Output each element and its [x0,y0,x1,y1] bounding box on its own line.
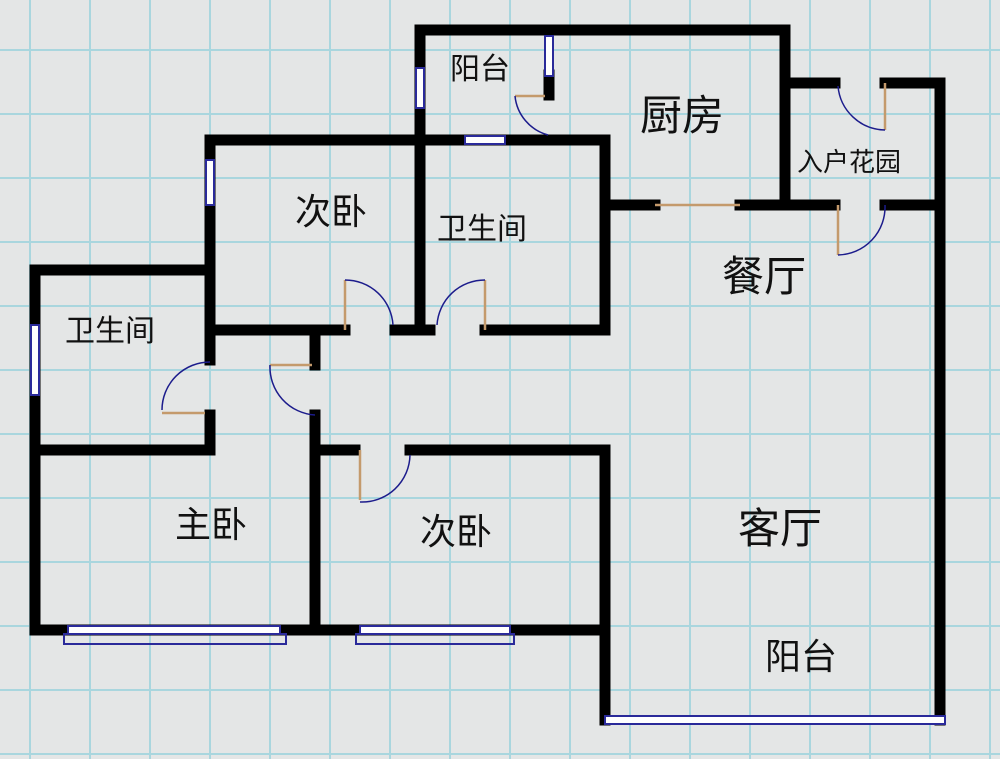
room-label-master-bedroom: 主卧 [175,505,248,546]
walls [29,24,946,726]
room-label-bedroom-north: 次卧 [295,192,368,233]
windows [30,35,946,725]
room-label-entry-garden: 入户花园 [797,148,902,178]
room-label-bathroom-center: 卫生间 [437,212,527,247]
doors [161,83,887,503]
room-label-balcony-south: 阳台 [765,637,838,678]
room-label-dining: 餐厅 [722,252,807,301]
room-label-living-room: 客厅 [738,504,823,553]
room-label-bedroom-south: 次卧 [420,512,493,553]
room-label-kitchen: 厨房 [640,91,725,140]
room-label-bathroom-west: 卫生间 [65,314,155,349]
room-label-balcony-top: 阳台 [450,52,510,87]
